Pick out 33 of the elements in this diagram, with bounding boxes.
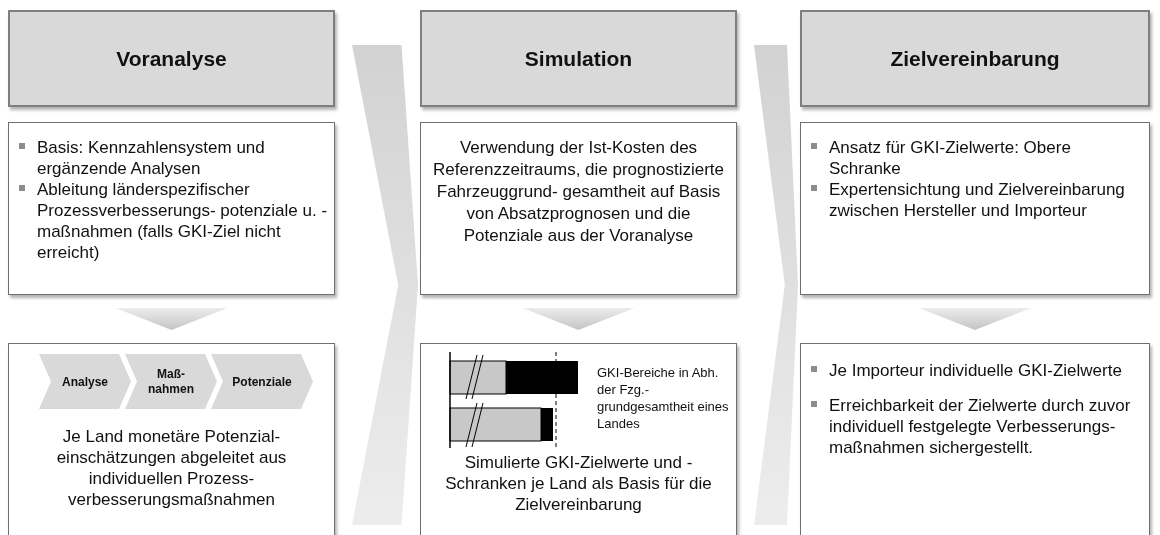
step-label: Analyse — [61, 374, 109, 389]
bullet-text: Expertensichtung und Zielvereinbarung zwischen Hersteller und Importeur — [809, 179, 1143, 221]
phase-header — [800, 10, 1150, 107]
phase-header — [420, 10, 737, 107]
bullet-text: Erreichbarkeit der Zielwerte durch zuvor individuell festgelegte Verbesserungs- maßnahmen sichergestellt. — [809, 395, 1143, 458]
step-label: Potenziale — [231, 374, 293, 389]
description-text: Verwendung der Ist-Kosten des Referenzzeitraums, die prognostizierte Fahrzeuggrund- gesamtheit auf Basis von Absatzprognosen und die Potenziale aus der Voranalyse — [432, 137, 725, 247]
phase-title: Zielvereinbarung — [889, 46, 1061, 71]
step-label: Maß- nahmen — [147, 366, 195, 397]
content-box — [800, 122, 1150, 295]
process-step — [125, 354, 217, 409]
bullet-text: Basis: Kennzahlensystem und ergänzende Analysen — [17, 137, 328, 179]
phase-header — [8, 10, 335, 107]
chevron-arrow — [352, 45, 418, 525]
phase-title: Simulation — [523, 46, 634, 71]
process-step — [211, 354, 313, 409]
process-step — [39, 354, 131, 409]
down-arrow — [919, 308, 1031, 330]
content-box — [8, 122, 335, 295]
bullet-text: Je Importeur individuelle GKI-Zielwerte — [809, 360, 1143, 381]
down-arrow — [115, 308, 228, 330]
content-box — [420, 122, 737, 295]
chevron-arrow — [754, 45, 798, 525]
chart-caption: GKI-Bereiche in Abh. der Fzg.- grundgesamtheit eines Landes — [597, 364, 730, 432]
description-text: Je Land monetäre Potenzial- einschätzungen abgeleitet aus individuellen Prozess- verbesserungsmaßnahmen — [55, 426, 288, 510]
phase-title: Voranalyse — [115, 46, 228, 71]
result-box — [8, 343, 335, 535]
description-text: Simulierte GKI-Zielwerte und -Schranken je Land als Basis für die Zielvereinbarung — [444, 452, 713, 515]
result-box — [420, 343, 737, 535]
bullet-text: Ableitung länderspezifischer Prozessverbesserungs- potenziale u. -maßnahmen (falls GKI-Ziel nicht erreicht) — [17, 179, 328, 263]
bullet-text: Ansatz für GKI-Zielwerte: Obere Schranke — [809, 137, 1143, 179]
content-box — [800, 343, 1150, 535]
down-arrow — [522, 308, 635, 330]
